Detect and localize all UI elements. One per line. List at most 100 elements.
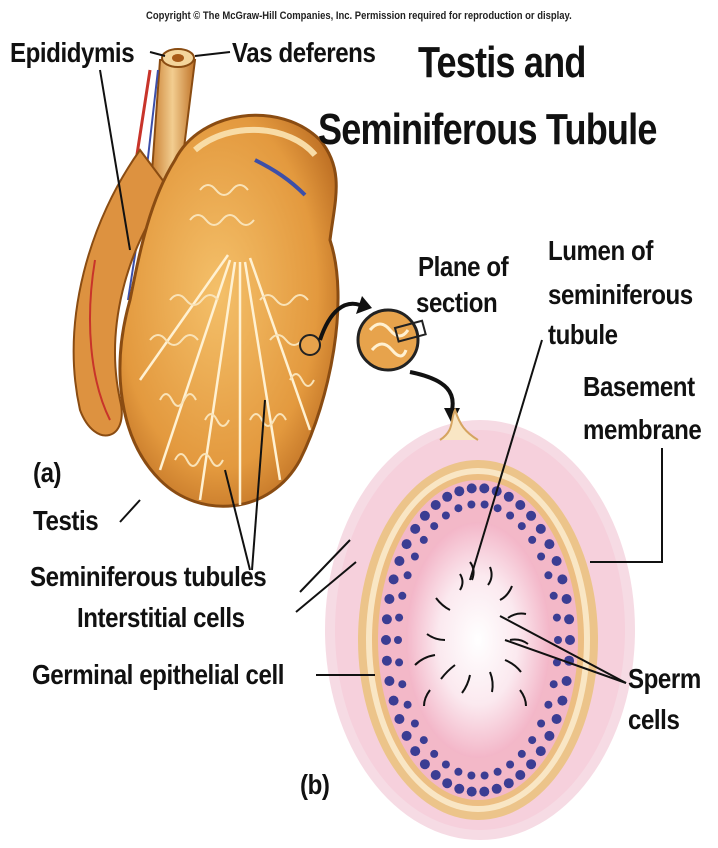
nucleus bbox=[431, 500, 441, 510]
nucleus bbox=[430, 750, 438, 758]
nucleus bbox=[454, 784, 464, 794]
nucleus bbox=[382, 614, 392, 624]
title-line-1: Testis and bbox=[418, 38, 586, 88]
nucleus bbox=[384, 676, 394, 686]
nucleus bbox=[528, 536, 536, 544]
nucleus bbox=[431, 770, 441, 780]
nucleus bbox=[506, 761, 514, 769]
title-line-2: Seminiferous Tubule bbox=[318, 105, 657, 155]
nucleus bbox=[442, 778, 452, 788]
nucleus bbox=[394, 714, 404, 724]
nucleus bbox=[402, 539, 412, 549]
nucleus bbox=[544, 731, 554, 741]
nucleus bbox=[420, 536, 428, 544]
nucleus bbox=[537, 720, 545, 728]
nucleus bbox=[398, 592, 406, 600]
label-plane-of-section-1: Plane of bbox=[418, 252, 508, 282]
nucleus bbox=[430, 522, 438, 530]
nucleus bbox=[526, 511, 536, 521]
label-sperm-1: Sperm bbox=[628, 664, 701, 694]
nucleus bbox=[526, 759, 536, 769]
nucleus bbox=[442, 492, 452, 502]
label-lumen-1: Lumen of bbox=[548, 236, 653, 266]
nucleus bbox=[554, 636, 562, 644]
label-panel-a: (a) bbox=[33, 458, 61, 488]
nucleus bbox=[411, 553, 419, 561]
nucleus bbox=[492, 784, 502, 794]
nucleus bbox=[454, 768, 462, 776]
nucleus bbox=[515, 770, 525, 780]
nucleus bbox=[384, 594, 394, 604]
nucleus bbox=[382, 656, 392, 666]
nucleus bbox=[494, 768, 502, 776]
label-vas-deferens: Vas deferens bbox=[232, 38, 375, 68]
nucleus bbox=[562, 594, 572, 604]
zoom-arrow-2 bbox=[410, 372, 453, 410]
nucleus bbox=[536, 746, 546, 756]
zoomed-section bbox=[358, 310, 426, 370]
label-seminiferous-tubules: Seminiferous tubules bbox=[30, 562, 266, 592]
nucleus bbox=[504, 492, 514, 502]
nucleus bbox=[411, 720, 419, 728]
nucleus bbox=[420, 759, 430, 769]
label-lumen-3: tubule bbox=[548, 320, 618, 350]
nucleus bbox=[557, 696, 567, 706]
nucleus bbox=[442, 512, 450, 520]
label-panel-b: (b) bbox=[300, 770, 329, 800]
nucleus bbox=[394, 636, 402, 644]
nucleus bbox=[518, 750, 526, 758]
nucleus bbox=[544, 539, 554, 549]
nucleus bbox=[381, 635, 391, 645]
nucleus bbox=[442, 761, 450, 769]
nucleus bbox=[454, 504, 462, 512]
label-basement-1: Basement bbox=[583, 372, 695, 402]
nucleus bbox=[552, 714, 562, 724]
nucleus bbox=[479, 787, 489, 797]
nucleus bbox=[410, 746, 420, 756]
testis-illustration bbox=[74, 49, 338, 506]
nucleus bbox=[550, 680, 558, 688]
nucleus bbox=[565, 635, 575, 645]
nucleus bbox=[544, 701, 552, 709]
label-testis: Testis bbox=[33, 506, 98, 536]
nucleus bbox=[504, 778, 514, 788]
label-basement-2: membrane bbox=[583, 415, 701, 445]
nucleus bbox=[395, 614, 403, 622]
nucleus bbox=[550, 592, 558, 600]
nucleus bbox=[410, 524, 420, 534]
nucleus bbox=[494, 504, 502, 512]
nucleus bbox=[544, 571, 552, 579]
tubule-cross-section bbox=[325, 410, 635, 840]
label-epididymis: Epididymis bbox=[10, 38, 134, 68]
nucleus bbox=[506, 512, 514, 520]
nucleus bbox=[528, 736, 536, 744]
nucleus bbox=[467, 483, 477, 493]
nucleus bbox=[536, 524, 546, 534]
label-interstitial-cells: Interstitial cells bbox=[77, 603, 245, 633]
nucleus bbox=[553, 614, 561, 622]
nucleus bbox=[402, 731, 412, 741]
nucleus bbox=[467, 772, 475, 780]
nucleus bbox=[394, 556, 404, 566]
section-marker bbox=[300, 335, 320, 355]
label-plane-of-section-2: section bbox=[416, 288, 497, 318]
nucleus bbox=[515, 500, 525, 510]
nucleus bbox=[562, 676, 572, 686]
nucleus bbox=[481, 501, 489, 509]
nucleus bbox=[467, 501, 475, 509]
nucleus bbox=[557, 574, 567, 584]
copyright-notice: Copyright © The McGraw-Hill Companies, I… bbox=[146, 10, 572, 22]
nucleus bbox=[552, 556, 562, 566]
nucleus bbox=[389, 696, 399, 706]
nucleus bbox=[454, 486, 464, 496]
nucleus bbox=[467, 787, 477, 797]
label-lumen-2: seminiferous bbox=[548, 280, 693, 310]
nucleus bbox=[389, 574, 399, 584]
nucleus bbox=[404, 571, 412, 579]
nucleus bbox=[404, 701, 412, 709]
label-germinal-epithelial-cell: Germinal epithelial cell bbox=[32, 660, 284, 690]
nucleus bbox=[398, 680, 406, 688]
nucleus bbox=[518, 522, 526, 530]
label-sperm-2: cells bbox=[628, 705, 679, 735]
nucleus bbox=[481, 772, 489, 780]
